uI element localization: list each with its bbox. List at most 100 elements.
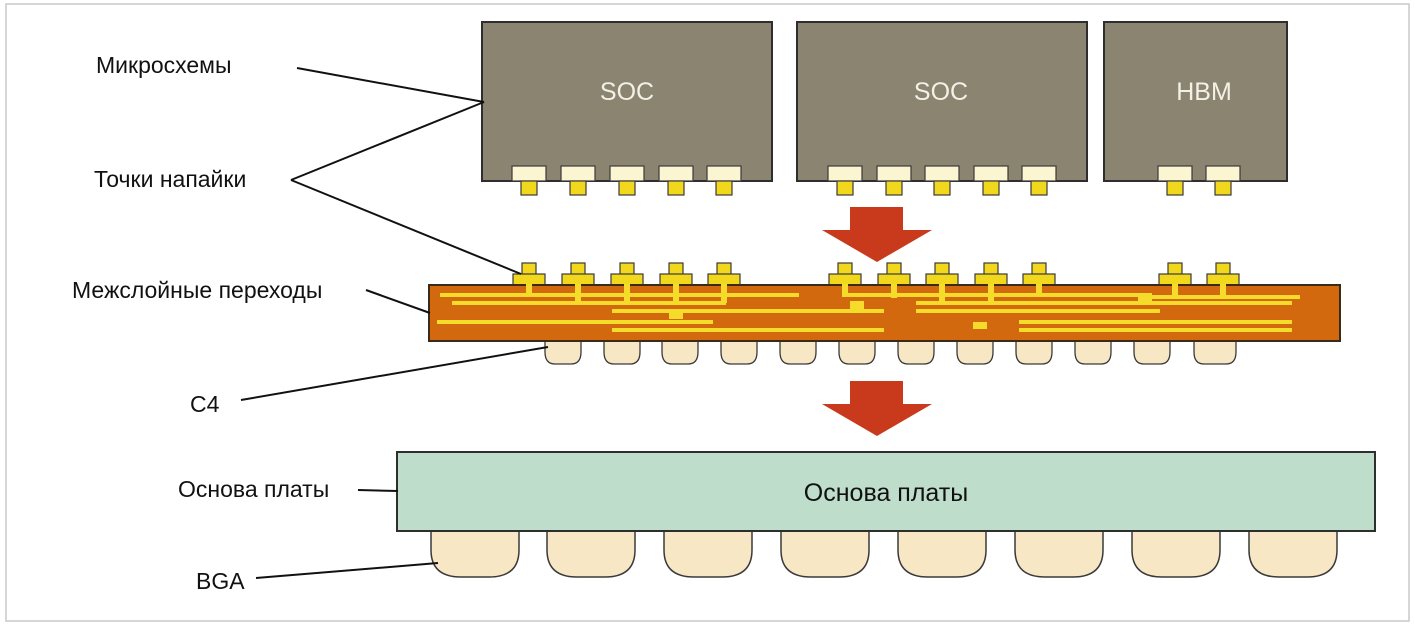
chip-label-soc-2: SOC	[914, 78, 968, 106]
label-vias: Межслойные переходы	[72, 277, 322, 303]
interposer-via	[673, 284, 679, 303]
chip-bump	[667, 180, 685, 196]
micro-bump	[934, 262, 950, 276]
bga-ball	[1131, 529, 1221, 578]
chip-bump	[520, 180, 538, 196]
interposer-via	[721, 284, 727, 303]
c4-ball	[1133, 339, 1171, 365]
interposer-via	[1220, 284, 1226, 295]
chip-pad	[609, 165, 645, 182]
interposer-trace	[612, 309, 884, 313]
chip-hbm	[1103, 21, 1288, 182]
leader-lines	[240, 67, 549, 579]
micro-bump	[619, 262, 635, 276]
micro-bump	[983, 262, 999, 276]
micro-bump	[1031, 262, 1047, 276]
c4-ball	[779, 339, 817, 365]
bga-ball	[430, 529, 520, 578]
label-c4: C4	[190, 391, 220, 417]
bga-ball	[663, 529, 753, 578]
label-substrate: Основа платы	[178, 476, 329, 502]
c4-ball	[720, 339, 758, 365]
leader-line-c4	[240, 346, 549, 401]
chip-pad	[1157, 165, 1193, 182]
interposer-trace	[612, 328, 884, 332]
chip-label-soc-1: SOC	[600, 78, 654, 106]
c4-ball	[1015, 339, 1053, 365]
c4-ball	[1193, 339, 1237, 365]
interposer-trace	[440, 293, 799, 297]
chip-pad	[924, 165, 960, 182]
chip-pad	[876, 165, 912, 182]
interposer-via	[1172, 284, 1178, 298]
interposer-layer	[428, 262, 1341, 365]
chip-bump	[836, 180, 854, 196]
traces-layer	[437, 284, 1300, 332]
chip-pad	[658, 165, 694, 182]
c4-ball	[661, 339, 699, 365]
chips-layer: SOC SOC HBM	[481, 21, 1288, 182]
micro-bump	[886, 262, 902, 276]
chip-bump	[618, 180, 636, 196]
bga-ball	[780, 529, 870, 578]
micro-bump	[668, 262, 684, 276]
chip-pad	[511, 165, 547, 182]
down-arrow-icon	[822, 207, 932, 262]
micro-bump	[1167, 262, 1183, 276]
chip-pad	[706, 165, 742, 182]
micro-bump	[1215, 262, 1231, 276]
chip-bump	[933, 180, 951, 196]
interposer-trace	[916, 301, 1292, 305]
c4-ball	[897, 339, 935, 365]
chip-soc-1	[481, 21, 773, 182]
interposer-via	[842, 284, 848, 297]
chip-pad	[560, 165, 596, 182]
leader-line-bga	[255, 562, 439, 579]
chip-soc-2	[796, 21, 1088, 182]
micro-bump	[570, 262, 586, 276]
interposer-trace	[1150, 295, 1300, 299]
label-bumps: Точки напайки	[94, 166, 246, 192]
substrate-layer: Основа платы	[396, 451, 1376, 578]
interposer-via	[891, 284, 897, 298]
label-bga: BGA	[196, 568, 245, 594]
chip-bump	[569, 180, 587, 196]
leader-line-bumps-lower	[290, 179, 522, 275]
leader-line-substrate	[357, 489, 399, 492]
c4-ball	[544, 339, 582, 365]
leader-line-vias	[365, 289, 431, 314]
c4-ball	[603, 339, 641, 365]
chip-pad	[827, 165, 863, 182]
interposer-junction	[1138, 293, 1152, 301]
chip-pad	[1021, 165, 1057, 182]
interposer-junction	[973, 322, 987, 329]
bga-ball	[546, 529, 636, 578]
interposer-via	[988, 284, 994, 303]
substrate-label: Основа платы	[804, 479, 968, 507]
interposer-trace	[1019, 320, 1292, 324]
interposer-trace	[452, 301, 726, 305]
bga-ball	[897, 529, 987, 578]
bga-ball	[1014, 529, 1104, 578]
micro-bump	[521, 262, 537, 276]
chip-pad	[1205, 165, 1241, 182]
micro-bump	[716, 262, 732, 276]
bga-balls-layer	[430, 529, 1338, 578]
interposer-via	[526, 284, 532, 295]
chip-bump	[982, 180, 1000, 196]
interposer-via	[575, 284, 581, 303]
chip-bump	[1030, 180, 1048, 196]
chip-bump	[885, 180, 903, 196]
chip-bump	[1166, 180, 1184, 196]
interposer-trace	[1019, 328, 1292, 332]
interposer-trace	[437, 320, 713, 324]
c4-ball	[1074, 339, 1112, 365]
interposer-via	[624, 284, 630, 303]
interposer-via	[939, 284, 945, 303]
chip-label-hbm: HBM	[1176, 78, 1232, 106]
interposer-via	[1036, 284, 1042, 295]
substrate-body	[396, 451, 1376, 532]
chip-bump	[1214, 180, 1232, 196]
